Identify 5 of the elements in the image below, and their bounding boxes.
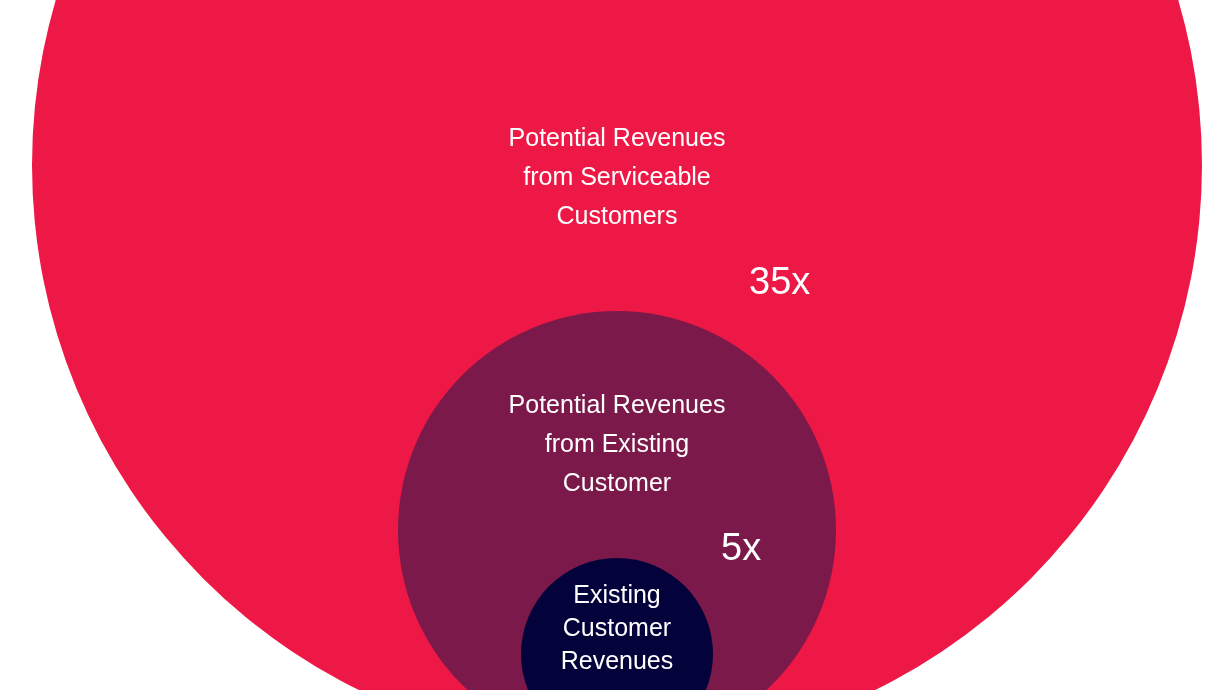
circle-label: Potential Revenues from Existing Customer <box>507 389 727 498</box>
multiplier-label: 35x <box>749 259 811 303</box>
circle-label: Potential Revenues from Serviceable Customers <box>507 122 727 231</box>
multiplier-label: 5x <box>721 525 762 569</box>
circle-label: Existing Customer Revenues <box>559 579 675 676</box>
